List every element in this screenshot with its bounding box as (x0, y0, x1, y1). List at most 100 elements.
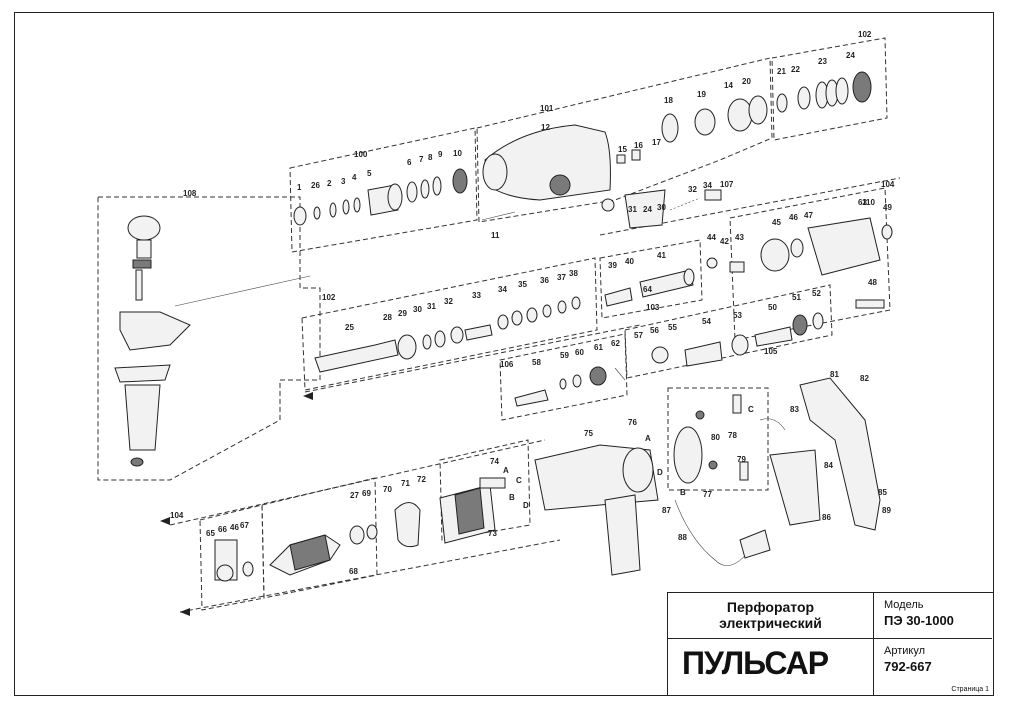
arrow-104 (160, 517, 170, 525)
page-number: Страница 1 (951, 686, 989, 693)
side-handle-parts (114, 215, 311, 467)
arrow-bottom (180, 608, 190, 616)
svg-text:2: 2 (327, 179, 332, 188)
group-106-boundary (499, 333, 628, 421)
svg-text:28: 28 (383, 313, 392, 322)
svg-text:34: 34 (498, 285, 507, 294)
svg-text:19: 19 (697, 90, 706, 99)
svg-text:14: 14 (724, 81, 733, 90)
svg-text:65: 65 (206, 529, 215, 538)
svg-text:59: 59 (560, 351, 569, 360)
svg-text:25: 25 (345, 323, 354, 332)
article-label: Артикул (884, 645, 926, 657)
svg-text:32: 32 (688, 185, 697, 194)
brand-logo: ПУЛЬСАР (682, 645, 829, 681)
svg-text:26: 26 (311, 181, 320, 190)
svg-text:41: 41 (657, 251, 666, 260)
product-name-line2: электрический (719, 615, 822, 631)
svg-text:22: 22 (791, 65, 800, 74)
svg-text:102: 102 (322, 293, 336, 302)
svg-text:53: 53 (733, 311, 742, 320)
title-left: Перфоратор электрический ПУЛЬСАР (668, 593, 874, 695)
svg-text:80: 80 (711, 433, 720, 442)
svg-text:72: 72 (417, 475, 426, 484)
svg-text:23: 23 (818, 57, 827, 66)
drawing-frame (14, 12, 994, 696)
svg-text:86: 86 (822, 513, 831, 522)
svg-text:89: 89 (882, 506, 891, 515)
svg-text:D: D (657, 468, 663, 477)
group-102-mid-boundary (301, 257, 598, 391)
svg-text:55: 55 (668, 323, 677, 332)
group-105-boundary (624, 284, 833, 379)
handle-and-switch-parts (674, 377, 881, 566)
svg-text:D: D (523, 501, 529, 510)
svg-text:110: 110 (862, 198, 875, 207)
svg-text:42: 42 (720, 237, 729, 246)
group-104-top-parts (706, 217, 893, 309)
svg-text:A: A (503, 466, 509, 475)
svg-text:56: 56 (650, 326, 659, 335)
group-105-parts (651, 312, 824, 367)
product-name: Перфоратор электрический (668, 599, 873, 631)
svg-text:21: 21 (777, 67, 786, 76)
title-block: Перфоратор электрический ПУЛЬСАР Модель … (667, 592, 994, 696)
svg-text:C: C (748, 405, 754, 414)
svg-text:68: 68 (349, 567, 358, 576)
group-103-boundary (599, 239, 703, 319)
svg-text:45: 45 (772, 218, 781, 227)
svg-text:106: 106 (500, 360, 514, 369)
svg-text:75: 75 (584, 429, 593, 438)
svg-text:58: 58 (532, 358, 541, 367)
article-value: 792-667 (884, 659, 932, 674)
brush-holder-parts (673, 394, 749, 484)
svg-text:6: 6 (407, 158, 412, 167)
svg-text:34: 34 (703, 181, 712, 190)
svg-text:104: 104 (881, 180, 895, 189)
svg-text:57: 57 (634, 331, 643, 340)
svg-text:C: C (516, 476, 522, 485)
svg-text:31: 31 (628, 205, 637, 214)
gearbox-housing (481, 124, 722, 229)
group-104-top-boundary (729, 187, 891, 341)
svg-text:1: 1 (297, 183, 302, 192)
svg-text:74: 74 (490, 457, 499, 466)
svg-text:37: 37 (557, 273, 566, 282)
svg-text:103: 103 (646, 303, 660, 312)
svg-text:16: 16 (634, 141, 643, 150)
svg-text:79: 79 (737, 455, 746, 464)
svg-text:B: B (509, 493, 515, 502)
svg-text:63: 63 (858, 198, 867, 207)
svg-text:78: 78 (728, 431, 737, 440)
svg-text:71: 71 (401, 479, 410, 488)
svg-text:66: 66 (218, 525, 227, 534)
svg-text:30: 30 (413, 305, 422, 314)
svg-text:54: 54 (702, 317, 711, 326)
svg-text:47: 47 (804, 211, 813, 220)
svg-text:31: 31 (427, 302, 436, 311)
arrow-102 (303, 392, 313, 400)
svg-text:39: 39 (608, 261, 617, 270)
svg-text:77: 77 (703, 490, 712, 499)
row1-parts (293, 168, 468, 226)
svg-text:35: 35 (518, 280, 527, 289)
svg-text:46: 46 (230, 523, 239, 532)
svg-text:43: 43 (735, 233, 744, 242)
svg-text:38: 38 (569, 269, 578, 278)
svg-text:29: 29 (398, 309, 407, 318)
svg-text:70: 70 (383, 485, 392, 494)
group-77-boundary (667, 387, 769, 491)
svg-text:48: 48 (868, 278, 877, 287)
svg-text:82: 82 (860, 374, 869, 383)
svg-text:85: 85 (878, 488, 887, 497)
svg-text:102: 102 (858, 30, 872, 39)
svg-text:27: 27 (350, 491, 359, 500)
svg-text:50: 50 (768, 303, 777, 312)
svg-text:83: 83 (790, 405, 799, 414)
row2-parts (314, 268, 695, 373)
svg-text:64: 64 (643, 285, 652, 294)
svg-text:7: 7 (419, 155, 424, 164)
svg-text:4: 4 (352, 173, 357, 182)
group-numbers: 100 101 102 102 103 104 104 105 106 107 … (170, 30, 895, 576)
armature-parts (214, 524, 378, 582)
